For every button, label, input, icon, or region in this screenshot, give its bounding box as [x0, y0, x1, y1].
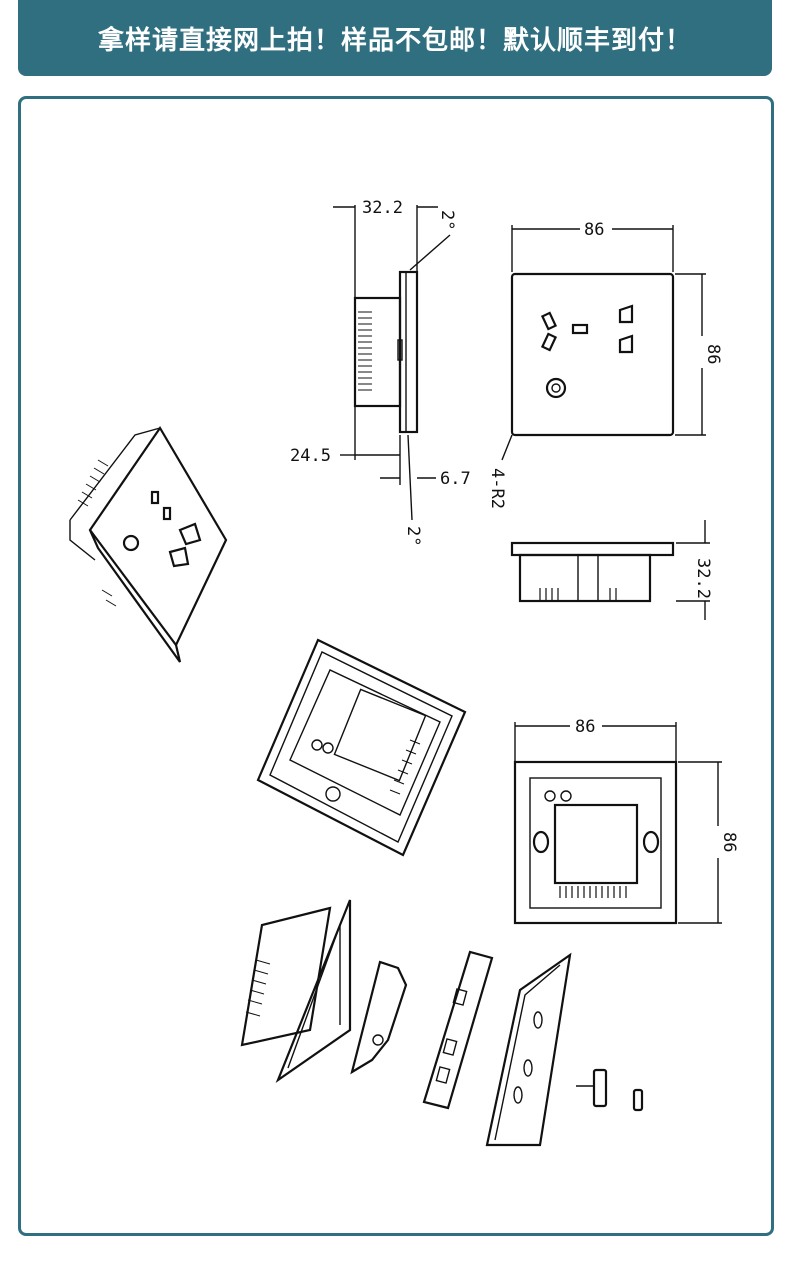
front-view: 86 86 4-R2	[487, 220, 723, 509]
iso-socket-view	[69, 425, 228, 663]
dim-side-plate: 6.7	[440, 469, 471, 489]
top-banner: 拿样请直接网上拍！样品不包邮！默认顺丰到付！	[18, 0, 772, 76]
bottom-view: 32.2	[510, 520, 713, 620]
banner-text: 拿样请直接网上拍！样品不包邮！默认顺丰到付！	[97, 25, 692, 56]
dim-side-angle-top: 2°	[437, 210, 457, 230]
dim-side-body: 24.5	[290, 446, 331, 466]
dim-back-height: 86	[719, 832, 739, 852]
dim-front-width: 86	[584, 220, 604, 240]
dim-side-angle-bottom: 2°	[403, 526, 423, 546]
side-view: 32.2 2° 24.5 6.7 2°	[290, 198, 471, 546]
exploded-view	[240, 899, 644, 1147]
drawing-frame	[18, 96, 774, 1236]
dim-side-depth: 32.2	[362, 198, 403, 218]
dim-back-width: 86	[575, 717, 595, 737]
iso-frame-view	[256, 638, 467, 857]
dim-front-height: 86	[703, 344, 723, 364]
dim-corner-radius: 4-R2	[487, 468, 507, 509]
back-view: 86 86	[513, 717, 739, 925]
dim-bottom-depth: 32.2	[693, 558, 713, 599]
